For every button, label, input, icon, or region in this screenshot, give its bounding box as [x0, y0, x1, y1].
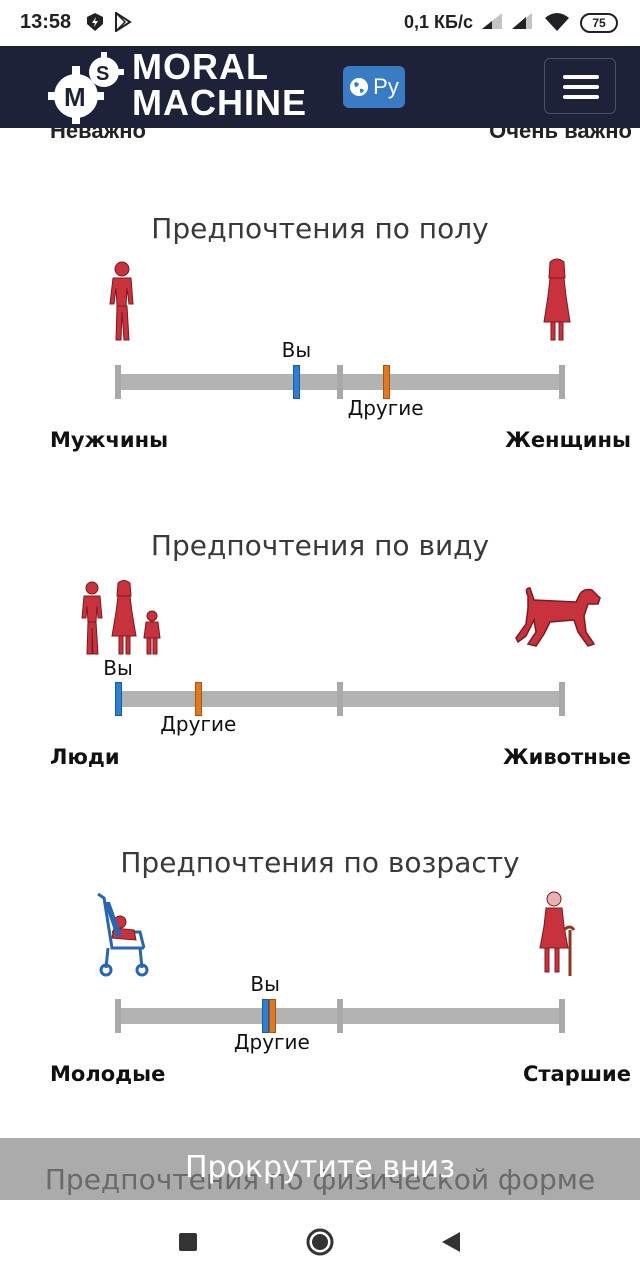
- others-marker-species: [195, 682, 203, 716]
- you-marker-gender: [293, 365, 301, 399]
- stroller-icon: [94, 892, 154, 983]
- back-button-icon[interactable]: [440, 1230, 462, 1259]
- system-nav-bar: [0, 1200, 640, 1280]
- right-label-age: Старшие: [522, 1062, 631, 1086]
- left-label-age: Молодые: [50, 1062, 166, 1086]
- clipped-previous-scale: Неважно Очень важно: [0, 128, 640, 140]
- scale-tick: [115, 365, 121, 399]
- scroll-down-label: Прокрутите вниз: [184, 1150, 456, 1185]
- left-label-species: Люди: [50, 745, 120, 769]
- logo-text-line2[interactable]: MACHINE: [132, 82, 307, 123]
- svg-text:S: S: [96, 63, 109, 85]
- data-saver-icon: [86, 12, 104, 37]
- clock: 13:58: [20, 11, 72, 33]
- elderly-woman-icon: [536, 890, 580, 983]
- section-title-species: Предпочтения по виду: [150, 529, 490, 562]
- people-group-icon: [80, 580, 166, 661]
- signal-icon-2: [510, 12, 534, 35]
- language-button[interactable]: Ру: [343, 66, 405, 108]
- others-marker-gender: [382, 365, 390, 399]
- right-label-gender: Женщины: [505, 428, 631, 452]
- hamburger-menu-button[interactable]: [544, 58, 616, 114]
- recents-button-icon[interactable]: [178, 1232, 198, 1257]
- scale-tick: [559, 365, 565, 399]
- others-label-gender: Другие: [347, 396, 424, 420]
- status-bar: 13:58 0,1 КБ/с 75: [0, 0, 640, 46]
- battery-indicator: 75: [580, 13, 618, 33]
- scale-tick: [559, 999, 565, 1033]
- you-marker-species: [115, 682, 122, 716]
- wifi-icon: [544, 12, 570, 37]
- section-title-age: Предпочтения по возрасту: [120, 846, 520, 879]
- dog-icon: [514, 586, 602, 653]
- left-label-gender: Мужчины: [50, 428, 169, 452]
- others-label-age: Другие: [233, 1030, 310, 1054]
- scale-tick: [337, 365, 343, 399]
- clipped-left-label: Неважно: [50, 128, 146, 140]
- you-marker-age: [262, 999, 270, 1033]
- menu-bar-icon: [563, 75, 599, 79]
- menu-bar-icon: [563, 85, 599, 89]
- you-label-gender: Вы: [281, 338, 312, 362]
- others-label-species: Другие: [160, 712, 237, 736]
- logo-gear-icon[interactable]: M S: [46, 52, 124, 129]
- right-label-species: Животные: [502, 745, 631, 769]
- clipped-right-label: Очень важно: [489, 128, 632, 140]
- language-label: Ру: [373, 74, 399, 99]
- signal-icon: [480, 12, 504, 35]
- scale-tick: [115, 999, 121, 1033]
- scroll-down-banner[interactable]: Предпочтения по физической форме Прокрут…: [0, 1138, 640, 1200]
- you-label-age: Вы: [250, 972, 280, 996]
- scale-tick: [337, 682, 343, 716]
- others-marker-age: [268, 999, 276, 1033]
- network-speed: 0,1 КБ/с: [404, 12, 473, 32]
- man-figure-icon: [104, 260, 140, 347]
- play-store-icon: [114, 11, 132, 37]
- woman-figure-icon: [540, 258, 574, 347]
- globe-icon: [350, 78, 369, 96]
- scale-tick: [337, 999, 343, 1033]
- home-button-icon[interactable]: [305, 1227, 335, 1262]
- section-title-gender: Предпочтения по полу: [151, 212, 489, 245]
- scale-tick: [559, 682, 565, 716]
- you-label-species: Вы: [103, 656, 133, 680]
- svg-text:M: M: [64, 82, 86, 112]
- menu-bar-icon: [563, 95, 599, 99]
- logo-text-line1[interactable]: MORAL: [132, 46, 269, 87]
- next-section-title: Предпочтения по физической форме: [44, 1163, 596, 1196]
